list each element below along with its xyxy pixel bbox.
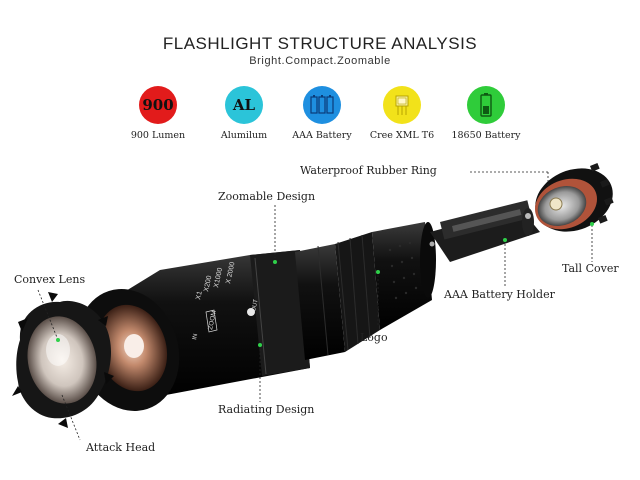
18650-battery-icon — [467, 86, 505, 124]
page-title: FLASHLIGHT STRUCTURE ANALYSIS — [162, 34, 478, 53]
callout-leaders — [37, 171, 593, 441]
callout-dots — [56, 222, 594, 347]
feature-label: Cree XML T6 — [369, 130, 435, 141]
feature-label: AAA Battery — [292, 130, 352, 141]
feature-label: 900 Lumen — [130, 130, 186, 141]
logo-dot — [247, 308, 255, 316]
body-markings: X1 X200 X1000 X 2000 ZOOM OUT IN — [192, 261, 260, 340]
marking-x1000: X1000 — [213, 267, 224, 288]
aluminium-badge-icon: AL — [225, 86, 263, 124]
feature-18650-battery: 18650 Battery — [436, 86, 536, 141]
callout-aaa-battery-holder: AAA Battery Holder — [444, 288, 555, 301]
page-subtitle: Bright.Compact.Zoomable — [249, 55, 391, 67]
aaa-battery-holder — [429, 200, 540, 262]
attack-head — [12, 292, 114, 428]
tail-cover — [534, 163, 614, 232]
aaa-battery-icon — [303, 86, 341, 124]
marking-x200: X200 — [203, 275, 213, 293]
feature-label: Alumilum — [220, 130, 268, 141]
lumen-badge-icon: 900 — [139, 86, 177, 124]
marking-zoom: ZOOM — [207, 310, 218, 331]
callout-convex-lens: Convex Lens — [14, 273, 86, 286]
callout-zoomable-design: Zoomable Design — [218, 190, 316, 203]
feature-cree-led: Cree XML T6 — [352, 86, 452, 141]
marking-in: IN — [192, 333, 199, 340]
led-chip-icon — [383, 86, 421, 124]
marking-x2000: X 2000 — [225, 261, 236, 284]
callout-tall-cover: Tall Cover — [562, 262, 619, 275]
flashlight-grip — [295, 222, 436, 360]
callout-waterproof-ring: Waterproof Rubber Ring — [300, 164, 437, 177]
callout-attack-head: Attack Head — [86, 441, 156, 454]
feature-lumen: 900 900 Lumen — [108, 86, 208, 141]
zoom-arrow-icon — [205, 309, 218, 333]
callout-radiating-design: Radiating Design — [218, 403, 315, 416]
feature-aluminium: AL Alumilum — [194, 86, 294, 141]
feature-aaa-battery: AAA Battery — [272, 86, 372, 141]
marking-x1: X1 — [195, 290, 204, 300]
marking-out: OUT — [251, 298, 260, 312]
callout-logo: Logo — [360, 331, 388, 344]
feature-label: 18650 Battery — [451, 130, 521, 141]
